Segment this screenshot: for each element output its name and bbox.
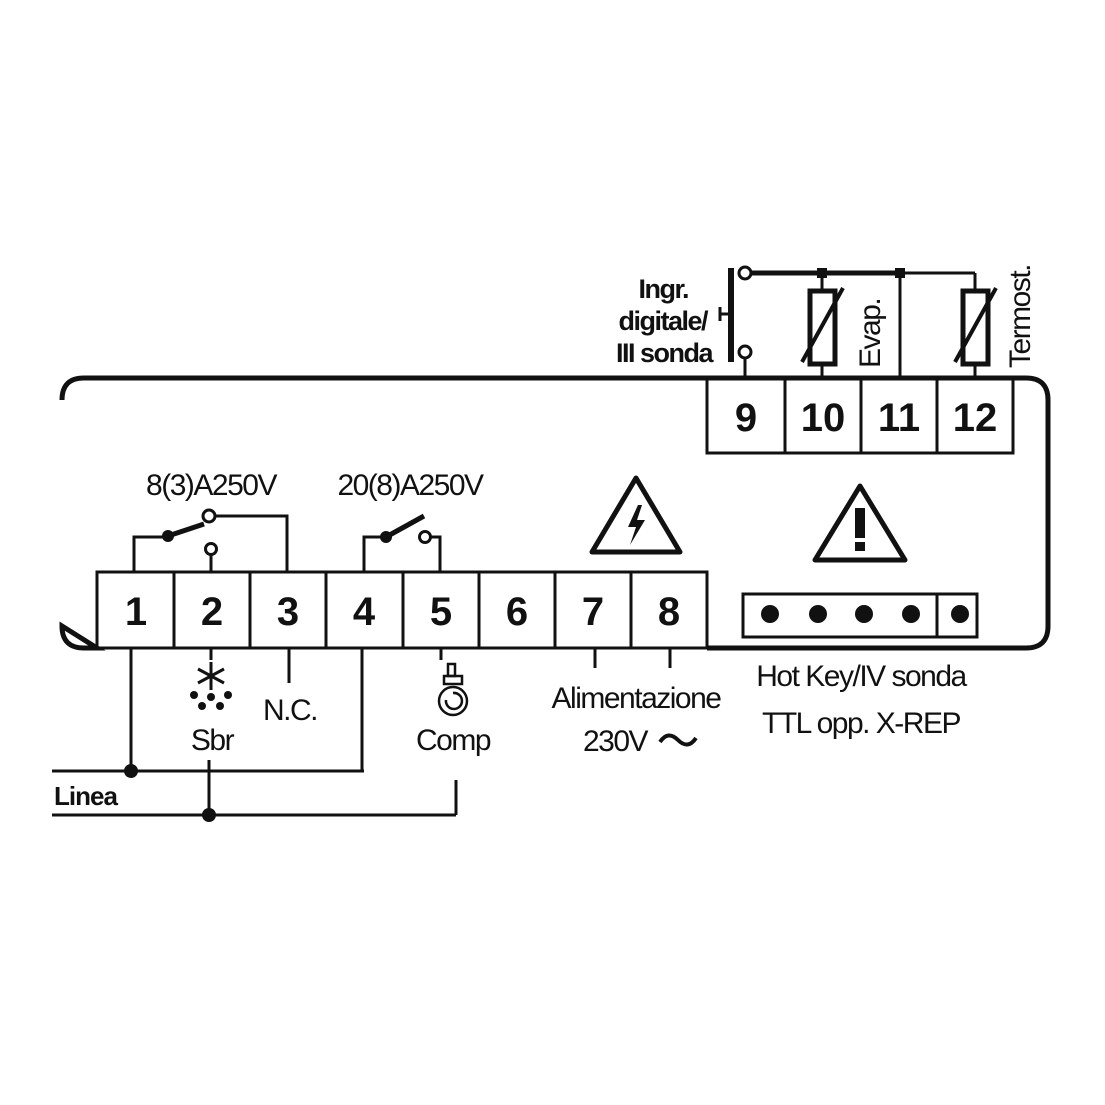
terminal-1: 1 (125, 590, 147, 634)
hot-key-connector[interactable] (741, 592, 979, 639)
terminal-9: 9 (735, 396, 757, 440)
digital-input-label-3: III sonda (616, 338, 715, 368)
hotkey-label-2: TTL opp. X-REP (762, 707, 960, 740)
terminal-11: 11 (878, 396, 920, 440)
digital-input-label-1: Ingr. (638, 274, 688, 304)
terminal-3: 3 (277, 590, 299, 634)
controller-body (59, 375, 1051, 651)
compressor-label: Comp (416, 724, 491, 757)
bottom-terminal-block: 1 2 3 4 5 6 7 8 (95, 570, 709, 650)
compressor-icon (437, 662, 469, 717)
line-wiring (52, 648, 672, 822)
evaporator-label: Evap. (854, 299, 887, 368)
relay-2-switch (362, 513, 442, 572)
nc-label: N.C. (263, 694, 317, 727)
voltage-label: 230V (583, 725, 649, 758)
evaporator-probe-icon (800, 273, 845, 378)
relay-1-switch (132, 508, 289, 572)
thermostat-label: Termost. (1004, 265, 1037, 368)
terminal-4: 4 (353, 590, 376, 634)
terminal-8: 8 (658, 590, 680, 634)
thermostat-probe-icon (953, 273, 998, 378)
terminal-5: 5 (430, 590, 452, 634)
top-terminal-block: 9 10 11 12 (705, 376, 1015, 455)
digital-input-label-2: digitale/ (618, 306, 709, 336)
high-voltage-warning-icon (589, 475, 683, 555)
digital-input-switch (718, 265, 975, 378)
terminal-6: 6 (506, 590, 528, 634)
defrost-label: Sbr (191, 724, 235, 757)
terminal-7: 7 (582, 590, 604, 634)
power-label: Alimentazione (552, 682, 722, 715)
hotkey-label-1: Hot Key/IV sonda (756, 660, 967, 693)
ac-tilde-icon (658, 733, 698, 747)
terminal-2: 2 (201, 590, 223, 634)
line-label: Linea (54, 781, 118, 811)
relay-2-rating: 20(8)A250V (337, 469, 484, 502)
terminal-10: 10 (801, 396, 846, 440)
relay-1-rating: 8(3)A250V (146, 469, 277, 502)
defrost-snowflake-icon (190, 662, 232, 710)
terminal-12: 12 (953, 396, 998, 440)
caution-warning-icon (812, 483, 908, 563)
